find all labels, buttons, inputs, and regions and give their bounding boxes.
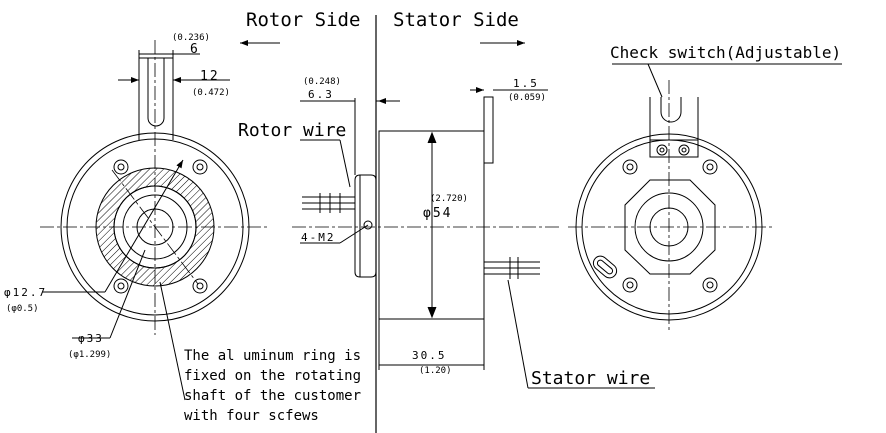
mounting-note: The al uminum ring is fixed on the rotat… (184, 346, 361, 426)
screw-hole-tl (113, 159, 129, 175)
stator-hole-bl (622, 277, 638, 293)
rotor-end-view (40, 40, 270, 401)
screw-hole-br (192, 278, 208, 294)
height-mm-label: 12 (200, 69, 220, 84)
stator-body (378, 130, 485, 320)
switch-bracket (138, 57, 174, 140)
wire-slot (592, 255, 618, 279)
plate-mm-label: 1.5 (513, 77, 539, 90)
height-in-label: (0.472) (192, 88, 230, 98)
length-in-label: (1.20) (419, 366, 452, 376)
ring-mm-label: φ33 (78, 332, 104, 345)
width-in-label: (0.236) (172, 33, 210, 43)
rotor-side-label: Rotor Side (246, 9, 361, 31)
check-switch-block (649, 97, 699, 158)
rotor-wire-label: Rotor wire (238, 120, 347, 141)
side-view (240, 15, 655, 433)
stator-hole-tl (622, 159, 638, 175)
screw-hole-bl (113, 278, 129, 294)
note-line-3: shaft of the customer (184, 388, 362, 404)
note-line-4: with four scfews (184, 408, 319, 424)
stator-wire-label: Stator wire (531, 368, 651, 389)
screw-hole-tr (192, 159, 208, 175)
stator-hole-tr (702, 159, 718, 175)
flange-mm-label: 6.3 (308, 88, 334, 101)
length-mm-label: 30.5 (412, 349, 447, 362)
ring-in-label: (φ1.299) (68, 350, 112, 360)
stator-plate (483, 96, 494, 164)
note-line-2: fixed on the rotating (184, 368, 362, 384)
bore-in-label: (φ0.5) (6, 304, 39, 314)
stator-side-label: Stator Side (393, 9, 519, 31)
flange-in-label: (0.248) (303, 77, 341, 87)
stator-end-view (568, 63, 842, 330)
diameter-in-label: (2.720) (430, 194, 468, 204)
screws-label: 4-M2 (301, 231, 336, 244)
rotor-flange (354, 174, 377, 278)
bore-mm-label: φ12.7 (4, 286, 48, 299)
width-mm-label: 6 (190, 42, 198, 57)
plate-in-label: (0.059) (508, 93, 546, 103)
stator-hole-br (702, 277, 718, 293)
check-switch-label: Check switch(Adjustable) (610, 43, 842, 62)
note-line-1: The al uminum ring is (184, 348, 362, 364)
diameter-mm-label: φ54 (423, 206, 453, 221)
